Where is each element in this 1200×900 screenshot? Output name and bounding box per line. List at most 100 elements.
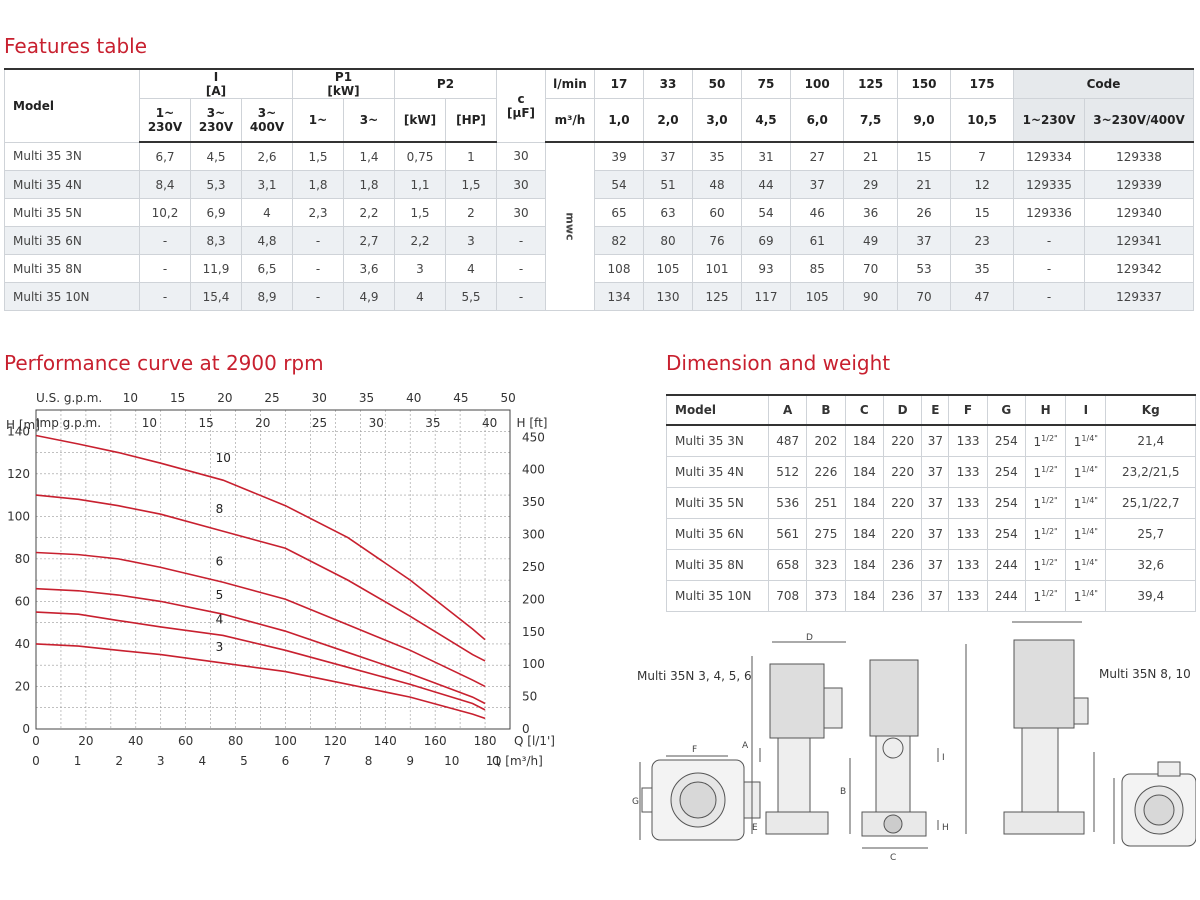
flow-m3h-3: 4,5 <box>741 98 791 143</box>
row-head-cell: 130 <box>643 282 693 311</box>
row-spec-cell: 4 <box>394 282 446 311</box>
x2-tick-label: 8 <box>365 754 373 768</box>
dim-cell: 226 <box>806 456 846 488</box>
dim-cell: 244 <box>986 549 1027 581</box>
curve-label: 10 <box>216 451 231 465</box>
row-spec-cell: 6,7 <box>139 141 191 171</box>
row-head-cell: 51 <box>643 170 693 199</box>
dim-cell-h: 11/2" <box>1025 549 1067 581</box>
row-spec-cell: 2,3 <box>292 198 344 227</box>
y-right-tick-label: 150 <box>522 625 545 639</box>
col-header-code-3ph: 3~230V/400V <box>1084 98 1194 143</box>
row-spec-cell: 3,6 <box>343 254 395 283</box>
row-spec-cell: - <box>292 282 344 311</box>
row-spec-cell: - <box>496 226 546 255</box>
curve-10 <box>35 434 486 641</box>
row-head-cell: 26 <box>896 198 952 227</box>
row-spec-cell: - <box>139 282 191 311</box>
dim-cell: 323 <box>806 549 846 581</box>
us-gpm-axis-label: U.S. g.p.m. <box>36 391 102 405</box>
col-header-p2-kw: [kW] <box>394 98 446 143</box>
dim-cell: 184 <box>844 487 884 519</box>
us-gpm-tick-label: 20 <box>217 391 232 405</box>
x-tick-label: 120 <box>324 734 347 748</box>
row-model: Multi 35 10N <box>4 282 140 311</box>
row-spec-cell: - <box>139 254 191 283</box>
row-spec-cell: 1,8 <box>343 170 395 199</box>
col-header-p2: P2 <box>394 68 497 99</box>
curve-6 <box>35 551 486 688</box>
row-spec-cell: 6,5 <box>241 254 293 283</box>
row-head-cell: 117 <box>741 282 791 311</box>
row-spec-cell: 5,3 <box>190 170 242 199</box>
dim-col-header: B <box>806 394 846 426</box>
dim-cell: 133 <box>948 456 988 488</box>
dim-row-model: Multi 35 8N <box>666 549 769 581</box>
small-pump-top-view <box>639 755 761 841</box>
x2-tick-label: 10 <box>444 754 459 768</box>
dim-cell-i: 11/4" <box>1065 487 1107 519</box>
flow-lmin-5: 125 <box>843 68 898 99</box>
flow-lmin-0: 17 <box>594 68 644 99</box>
dim-cell: 184 <box>844 425 884 457</box>
dim-label-c-small: C <box>890 853 896 863</box>
row-spec-cell: 4,5 <box>190 141 242 171</box>
curve-label: 4 <box>216 612 224 626</box>
dim-label-e-small: E <box>752 823 758 833</box>
row-spec-cell: 1,5 <box>292 141 344 171</box>
row-code-cell: - <box>1013 282 1085 311</box>
dim-cell: 37 <box>921 456 950 488</box>
row-spec-cell: - <box>292 226 344 255</box>
y-tick-label: 140 <box>7 424 30 438</box>
y-right-tick-label: 100 <box>522 657 545 671</box>
row-spec-cell: - <box>496 254 546 283</box>
flow-lmin-3: 75 <box>741 68 791 99</box>
row-head-cell: 37 <box>643 141 693 171</box>
row-head-cell: 85 <box>789 254 845 283</box>
x2-axis-label: Q [m³/h] <box>492 754 543 768</box>
dim-cell: 236 <box>882 549 923 581</box>
row-code-cell: 129342 <box>1084 254 1194 283</box>
us-gpm-tick-label: 35 <box>359 391 374 405</box>
row-head-cell: 37 <box>896 226 952 255</box>
y-right-tick-label: 50 <box>522 690 537 704</box>
row-head-cell: 15 <box>950 198 1014 227</box>
row-spec-cell: 2,2 <box>394 226 446 255</box>
row-head-cell: 61 <box>789 226 845 255</box>
row-spec-cell: 11,9 <box>190 254 242 283</box>
flow-lmin-4: 100 <box>789 68 845 99</box>
col-header-current-3ph-400: 3~ 400V <box>241 98 293 143</box>
imp-gpm-tick-label: 10 <box>142 416 157 430</box>
dim-cell: 133 <box>948 549 988 581</box>
y-tick-label: 0 <box>22 722 30 736</box>
dim-col-header: A <box>767 394 808 426</box>
drawing-label-large: Multi 35N 8, 10 <box>1099 667 1191 681</box>
x-tick-label: 80 <box>228 734 243 748</box>
us-gpm-tick-label: 25 <box>264 391 279 405</box>
dim-col-header: Kg <box>1105 394 1196 426</box>
row-code-cell: 129335 <box>1013 170 1085 199</box>
row-head-cell: 46 <box>789 198 845 227</box>
y-right-tick-label: 0 <box>522 722 530 736</box>
row-head-cell: 76 <box>692 226 742 255</box>
row-spec-cell: - <box>292 254 344 283</box>
dim-col-header: E <box>921 394 950 426</box>
row-spec-cell: 8,9 <box>241 282 293 311</box>
curve-4 <box>35 611 486 711</box>
row-model: Multi 35 3N <box>4 141 140 171</box>
row-head-cell: 44 <box>741 170 791 199</box>
imp-gpm-tick-label: 40 <box>482 416 497 430</box>
row-head-cell: 37 <box>789 170 845 199</box>
dim-label-i-small: I <box>942 753 945 763</box>
col-header-code-1ph: 1~230V <box>1013 98 1085 143</box>
row-spec-cell: 0,75 <box>394 141 446 171</box>
x2-tick-label: 9 <box>406 754 414 768</box>
dim-label-a-small: A <box>742 741 749 751</box>
